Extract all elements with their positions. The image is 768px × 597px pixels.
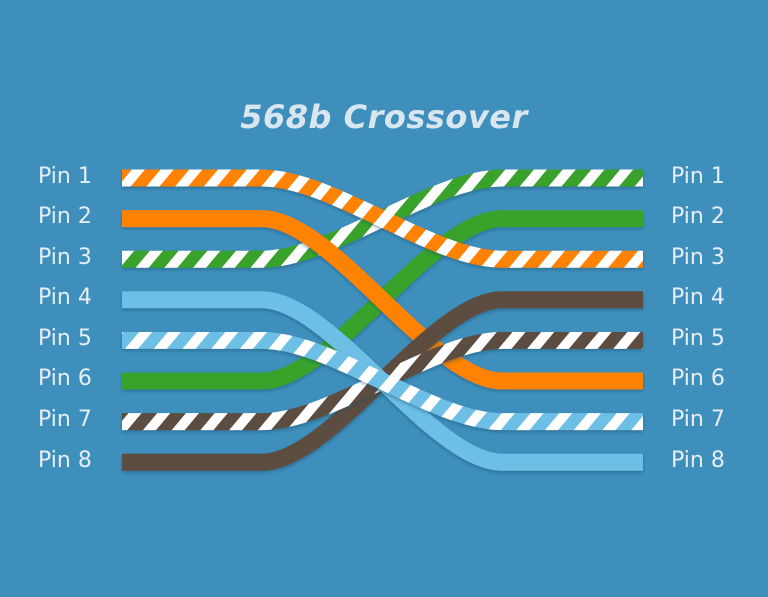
left-pin-5-label: Pin 5 bbox=[38, 326, 92, 351]
wires-layer bbox=[122, 169, 643, 471]
diagram-title: 568b Crossover bbox=[240, 98, 528, 136]
right-pin-4-label: Pin 4 bbox=[671, 285, 725, 310]
right-pin-7-label: Pin 7 bbox=[671, 407, 725, 432]
wire-white-orange bbox=[122, 169, 643, 268]
wire-white-blue bbox=[122, 331, 643, 431]
left-pin-2-label: Pin 2 bbox=[38, 204, 92, 229]
right-pin-5-label: Pin 5 bbox=[671, 326, 725, 351]
right-pin-2-label: Pin 2 bbox=[671, 204, 725, 229]
wire-orange bbox=[122, 210, 643, 390]
left-pin-4-label: Pin 4 bbox=[38, 285, 92, 310]
right-pin-1-label: Pin 1 bbox=[671, 164, 725, 189]
left-pin-1-label: Pin 1 bbox=[38, 164, 92, 189]
right-pin-8-label: Pin 8 bbox=[671, 448, 725, 473]
left-pin-6-label: Pin 6 bbox=[38, 366, 92, 391]
right-pin-6-label: Pin 6 bbox=[671, 366, 725, 391]
left-pin-3-label: Pin 3 bbox=[38, 245, 92, 270]
left-pin-8-label: Pin 8 bbox=[38, 448, 92, 473]
right-pin-3-label: Pin 3 bbox=[671, 245, 725, 270]
left-pin-7-label: Pin 7 bbox=[38, 407, 92, 432]
